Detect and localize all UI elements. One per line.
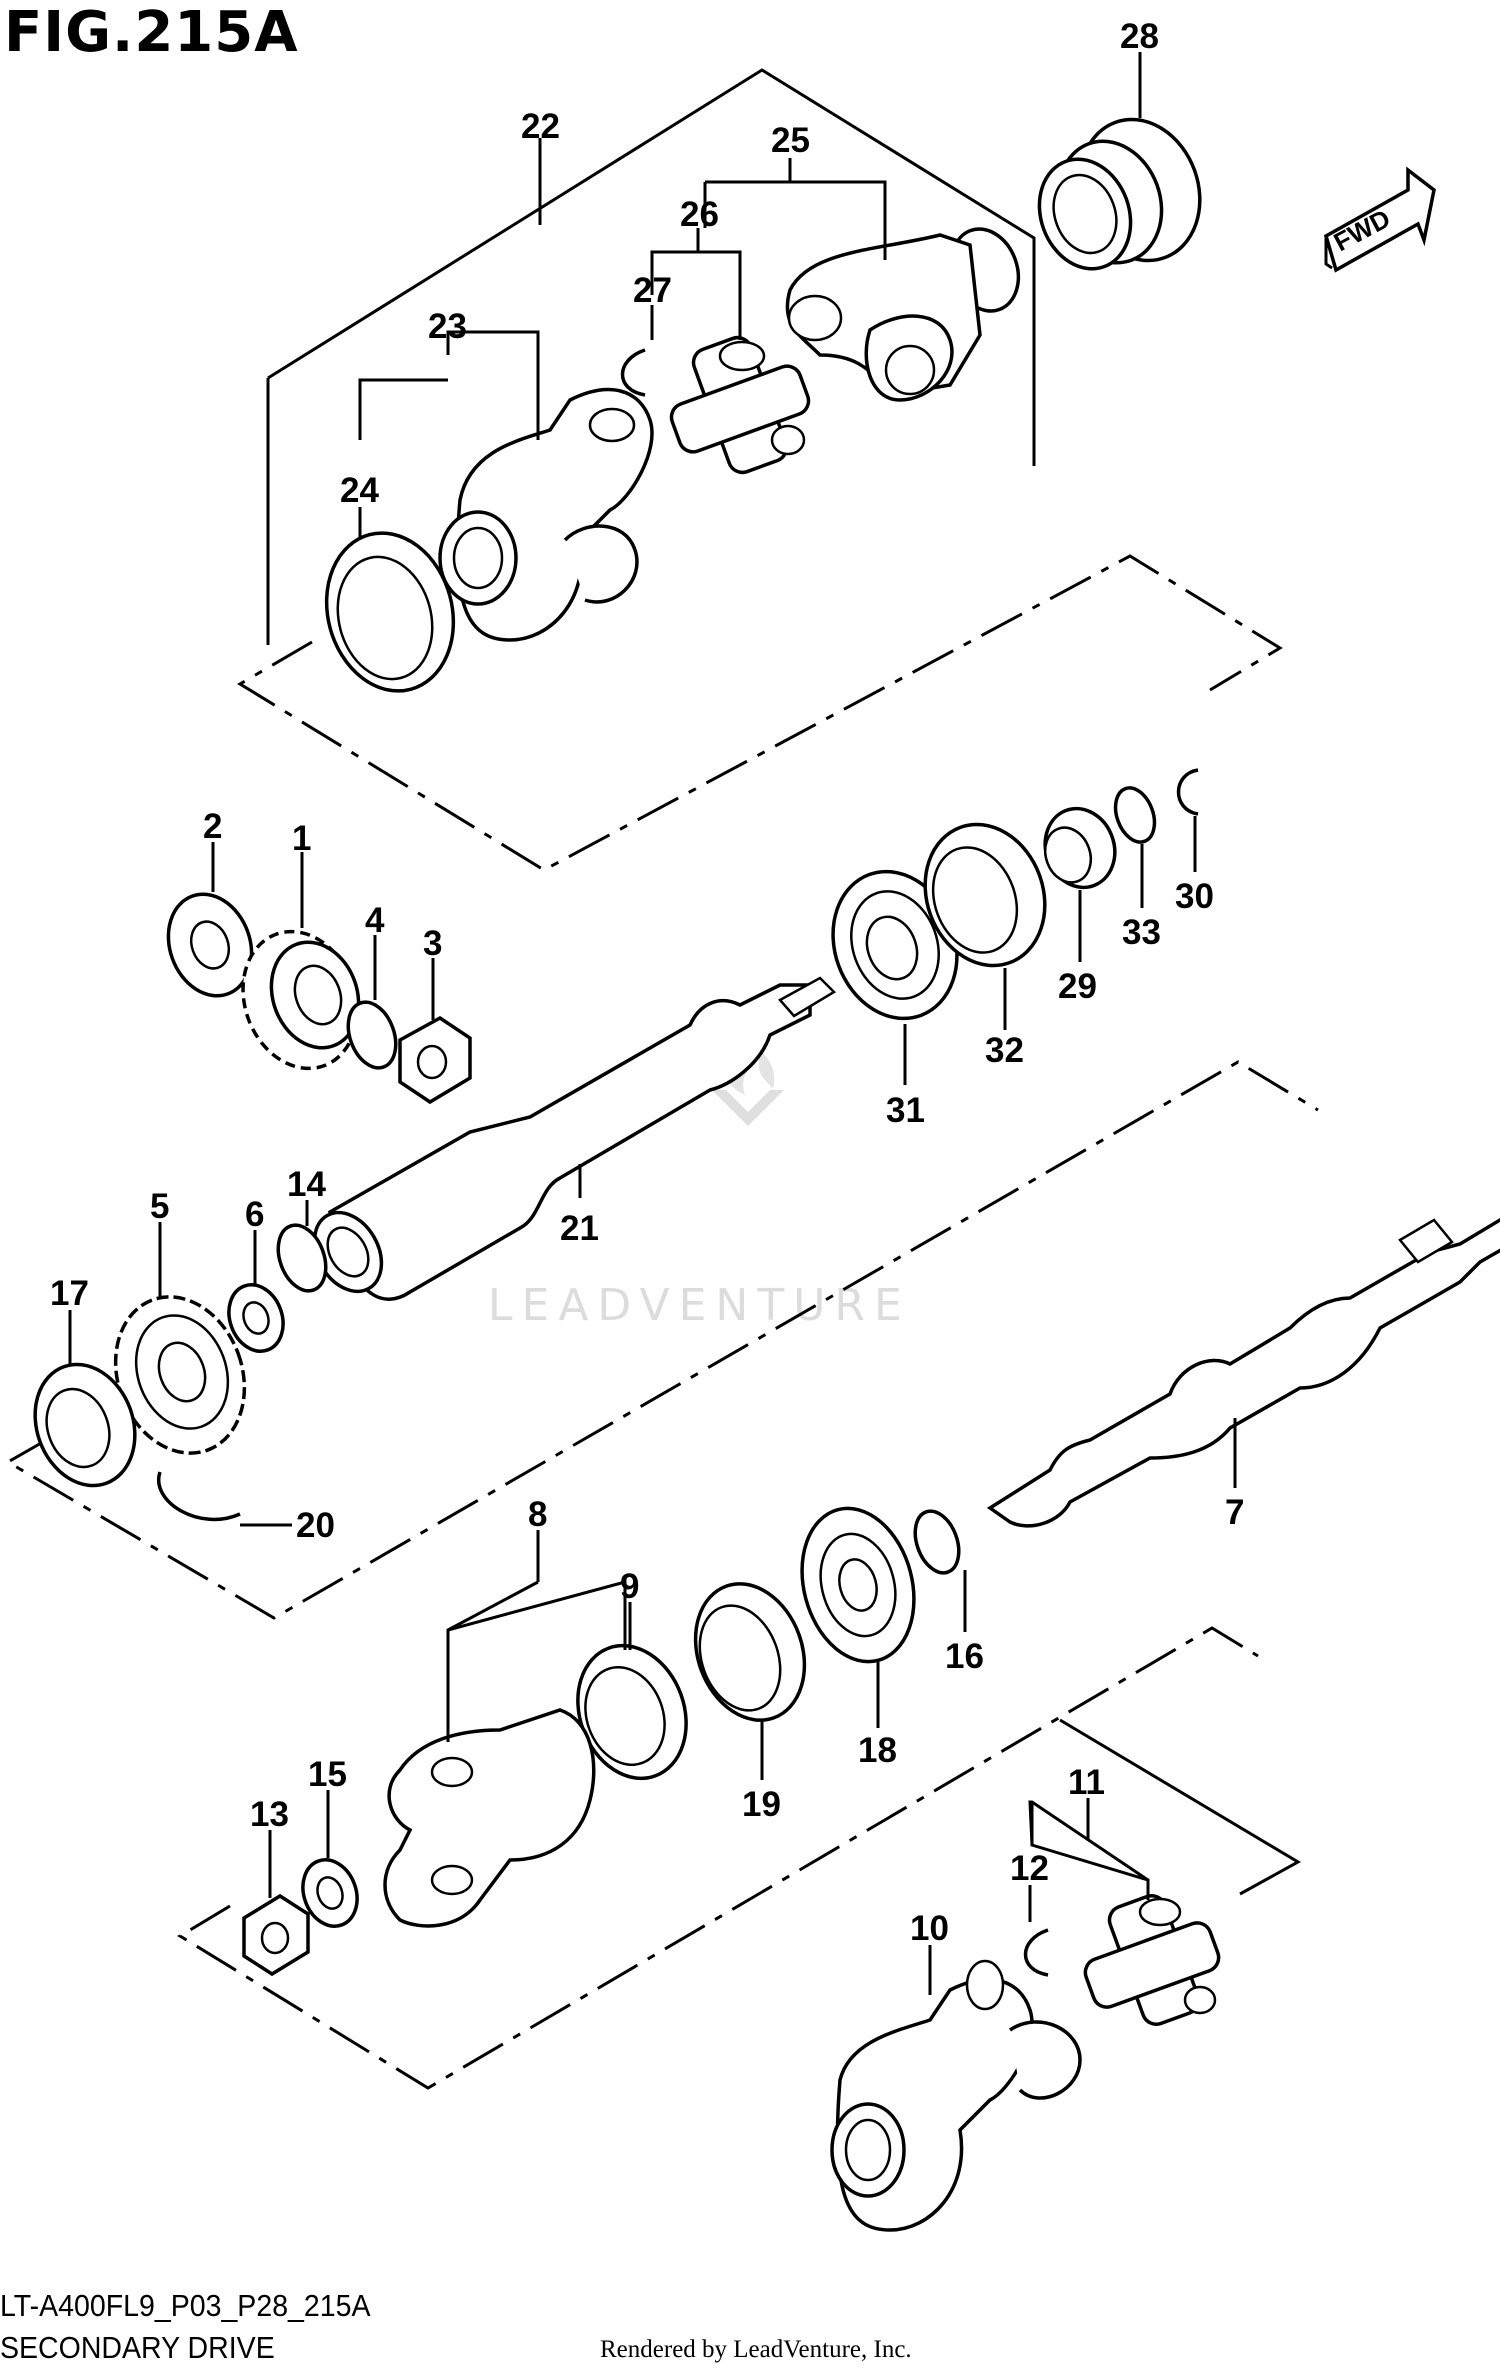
callout-16: 16 xyxy=(945,1637,984,1676)
callouts: 22 23 24 25 26 27 28 2 1 4 3 5 6 14 17 2… xyxy=(50,17,1244,1948)
part-25-yoke xyxy=(785,227,1021,402)
part-11-spider xyxy=(1083,1894,1221,2026)
part-3-nut xyxy=(398,1015,472,1105)
callout-1: 1 xyxy=(292,819,311,858)
callout-18: 18 xyxy=(858,1731,897,1770)
part-19-oil-seal xyxy=(693,1582,807,1722)
part-7-shaft xyxy=(986,1217,1500,1528)
watermark-logo-icon xyxy=(712,1090,784,1126)
part-9-oil-seal xyxy=(576,1643,688,1781)
leader-lines xyxy=(68,52,1237,1995)
part-10-yoke xyxy=(830,1959,1082,2232)
callout-5: 5 xyxy=(150,1187,169,1226)
callout-14: 14 xyxy=(287,1165,326,1204)
part-15-washer xyxy=(301,1858,359,1928)
part-6-washer xyxy=(227,1283,285,1353)
callout-20: 20 xyxy=(296,1506,335,1545)
callout-33: 33 xyxy=(1122,913,1161,952)
callout-24: 24 xyxy=(340,471,379,510)
callout-26: 26 xyxy=(680,195,719,234)
callout-22: 22 xyxy=(521,107,560,146)
figure-code: LT-A400FL9_P03_P28_215A xyxy=(0,2288,371,2323)
part-2-washer xyxy=(166,892,254,998)
part-1-bevel-gear xyxy=(241,929,361,1071)
callout-32: 32 xyxy=(985,1031,1024,1070)
part-30-circlip xyxy=(1176,768,1199,816)
callout-8: 8 xyxy=(528,1495,547,1534)
part-8-yoke xyxy=(383,1708,596,1928)
callout-28: 28 xyxy=(1120,17,1159,56)
group-box-middle xyxy=(5,1060,1319,1620)
part-33-o-ring xyxy=(1113,786,1157,844)
part-26-spider xyxy=(669,335,811,475)
fwd-arrow-icon: FWD xyxy=(1323,166,1436,273)
callout-25: 25 xyxy=(771,121,810,160)
callout-9: 9 xyxy=(620,1567,639,1606)
part-18-bearing xyxy=(800,1506,916,1664)
render-credit: Rendered by LeadVenture, Inc. xyxy=(600,2336,912,2363)
callout-23: 23 xyxy=(428,307,467,346)
callout-10: 10 xyxy=(910,1909,949,1948)
part-12-circlip xyxy=(1023,1928,1049,1977)
callout-13: 13 xyxy=(250,1795,289,1834)
group-box-22 xyxy=(237,68,1283,872)
part-27-circlip xyxy=(620,348,646,397)
part-28-boot xyxy=(1037,117,1202,271)
group-box-lower xyxy=(177,1626,1302,2090)
watermark-text: LEADVENTURE xyxy=(488,1280,911,1331)
callout-29: 29 xyxy=(1058,967,1097,1006)
callout-19: 19 xyxy=(742,1785,781,1824)
part-17-bearing xyxy=(33,1362,137,1488)
part-23-yoke xyxy=(438,387,654,642)
figure-name: SECONDARY DRIVE xyxy=(0,2330,275,2365)
callout-21: 21 xyxy=(560,1209,599,1248)
part-16-o-ring xyxy=(913,1509,961,1575)
part-20-circlip xyxy=(156,1471,241,1521)
callout-27: 27 xyxy=(633,271,672,310)
callout-2: 2 xyxy=(203,807,222,846)
callout-7: 7 xyxy=(1225,1493,1244,1532)
callout-17: 17 xyxy=(50,1274,89,1313)
part-32-oil-seal xyxy=(923,822,1047,968)
callout-11: 11 xyxy=(1068,1763,1105,1802)
part-14-bearing xyxy=(276,1223,328,1293)
callout-30: 30 xyxy=(1175,877,1214,916)
callout-4: 4 xyxy=(365,901,385,940)
callout-3: 3 xyxy=(423,924,442,963)
part-29-collar xyxy=(1043,806,1117,890)
callout-31: 31 xyxy=(886,1091,925,1130)
callout-6: 6 xyxy=(245,1195,264,1234)
part-24-oil-seal xyxy=(324,531,456,693)
figure-title: FIG.215A xyxy=(4,0,299,65)
callout-15: 15 xyxy=(308,1755,347,1794)
part-4-washer xyxy=(346,1000,398,1070)
callout-12: 12 xyxy=(1010,1849,1049,1888)
part-31-bearing xyxy=(831,869,959,1021)
part-13-nut xyxy=(242,1893,310,1977)
part-21-driveshaft xyxy=(312,976,837,1301)
